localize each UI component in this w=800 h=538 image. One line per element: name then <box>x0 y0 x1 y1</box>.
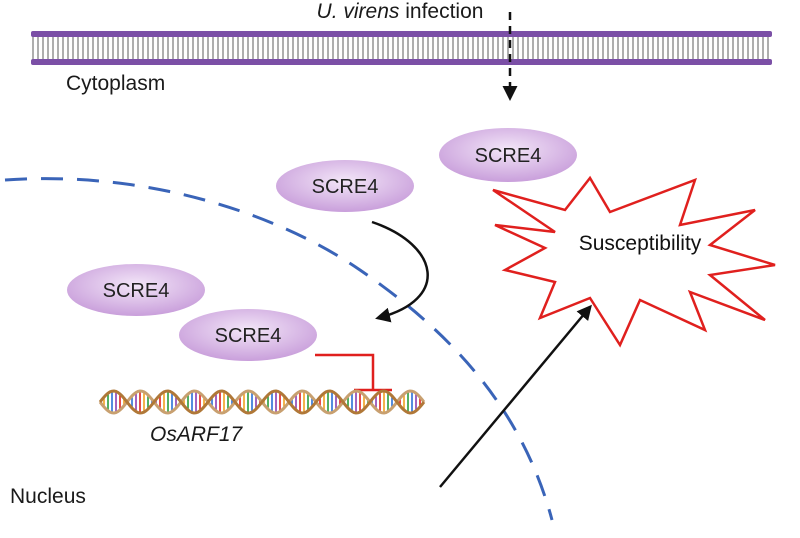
nucleus-label: Nucleus <box>10 485 86 508</box>
effector-nuclear-upper: SCRE4 <box>276 160 414 212</box>
susceptibility-arrow <box>439 304 592 488</box>
translocation-arrow <box>371 220 429 323</box>
susceptibility-label: Susceptibility <box>579 232 702 255</box>
inhibition-symbol <box>315 353 392 392</box>
nuclear-envelope <box>4 177 554 521</box>
dna-helix <box>98 389 426 415</box>
effector-label: SCRE4 <box>312 176 379 198</box>
effector-nuclear-lower: SCRE4 <box>179 309 317 361</box>
effector-nuclear-left: SCRE4 <box>67 264 205 316</box>
cytoplasm-label: Cytoplasm <box>66 72 166 95</box>
effector-cytoplasm: SCRE4 <box>439 128 577 182</box>
plasma-membrane <box>31 31 772 65</box>
effector-label: SCRE4 <box>215 325 282 347</box>
effector-label: SCRE4 <box>475 145 542 167</box>
gene-label: OsARF17 <box>150 423 243 446</box>
susceptibility-burst <box>492 175 776 348</box>
effector-label: SCRE4 <box>103 280 170 302</box>
infection-title: U. virens infection <box>316 0 484 23</box>
